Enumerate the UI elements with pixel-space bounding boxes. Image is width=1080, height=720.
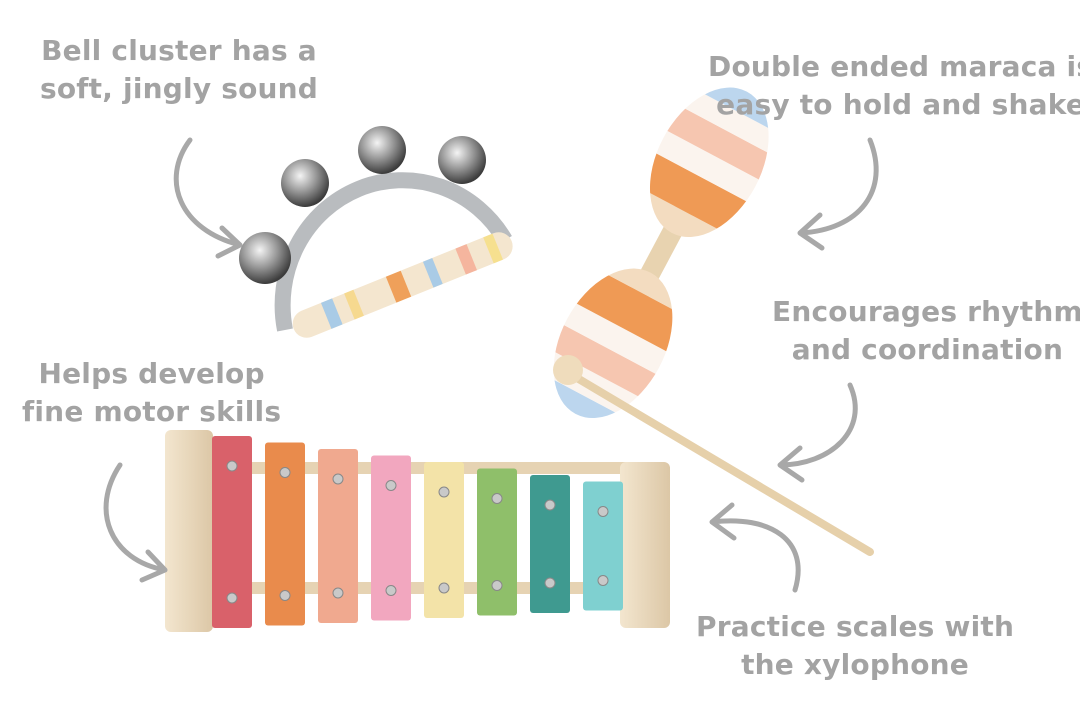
annotation-line: Double ended maraca is xyxy=(708,50,1080,83)
arrow-maraca xyxy=(797,137,879,251)
annotation-bell: Bell cluster has a soft, jingly sound xyxy=(40,32,318,108)
screw-icon xyxy=(491,580,503,591)
annotation-maraca: Double ended maraca is easy to hold and … xyxy=(708,48,1080,124)
arrow-xylophone xyxy=(709,502,801,593)
annotation-line: fine motor skills xyxy=(22,395,282,428)
xylophone-bar xyxy=(265,442,305,626)
screw-icon xyxy=(279,467,291,478)
arrow-bell xyxy=(173,137,243,259)
annotation-line: Bell cluster has a xyxy=(41,34,317,67)
screw-icon xyxy=(226,592,238,604)
screw-icon xyxy=(597,575,609,586)
mallet xyxy=(553,355,874,556)
annotation-line: the xylophone xyxy=(741,648,970,681)
screw-icon xyxy=(385,480,397,491)
xylophone-bar xyxy=(424,462,464,618)
xylophone-bar xyxy=(371,455,411,621)
annotation-line: easy to hold and shake xyxy=(716,88,1080,121)
xylophone-bar xyxy=(583,481,623,611)
annotation-motor: Helps develop fine motor skills xyxy=(22,355,281,431)
annotation-line: soft, jingly sound xyxy=(40,72,319,105)
screw-icon xyxy=(597,506,609,517)
annotation-line: Practice scales with xyxy=(696,610,1015,643)
screw-icon xyxy=(491,493,503,504)
annotation-xylophone: Practice scales with the xylophone xyxy=(696,608,1014,684)
annotation-line: Encourages rhythm xyxy=(772,295,1080,328)
xylophone-bar xyxy=(212,436,252,628)
screw-icon xyxy=(332,587,344,599)
arrow-motor xyxy=(103,462,168,583)
annotation-line: and coordination xyxy=(791,333,1064,366)
annotation-rhythm: Encourages rhythm and coordination xyxy=(772,293,1080,369)
arrow-rhythm xyxy=(777,382,858,483)
screw-icon xyxy=(438,486,450,498)
screw-icon xyxy=(438,582,450,594)
screw-icon xyxy=(226,460,238,472)
screw-icon xyxy=(332,473,344,485)
bell-cluster xyxy=(239,126,513,338)
xylophone-bar xyxy=(477,468,517,616)
arrows xyxy=(103,137,879,593)
xylophone-bar xyxy=(530,475,570,613)
xylophone-bar xyxy=(318,449,358,623)
annotation-line: Helps develop xyxy=(38,357,265,390)
screw-icon xyxy=(385,585,397,596)
xylophone xyxy=(165,430,670,632)
screw-icon xyxy=(279,590,291,601)
screw-icon xyxy=(544,577,556,589)
screw-icon xyxy=(544,499,556,511)
